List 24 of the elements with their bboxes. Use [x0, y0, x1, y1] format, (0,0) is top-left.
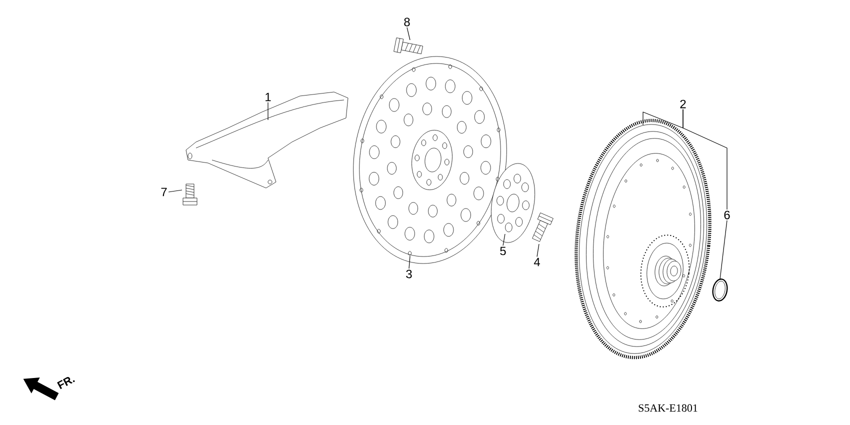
callout-number: 1 — [266, 92, 271, 102]
leader-line — [168, 190, 182, 192]
bolt-drawing — [532, 212, 554, 242]
callout-number: 8 — [404, 18, 410, 26]
leader-line — [682, 109, 728, 210]
leader-line — [642, 109, 684, 128]
callout-number: 6 — [724, 210, 730, 220]
direction-label: FR. — [57, 377, 75, 390]
leader-line — [536, 244, 540, 257]
callout-number: 3 — [406, 270, 412, 278]
leader-line — [406, 27, 410, 40]
leader-line — [502, 234, 506, 246]
callout-number: 2 — [680, 100, 686, 108]
bolt-drawing — [394, 38, 423, 54]
callout-number: 7 — [161, 188, 167, 196]
leader-line — [408, 256, 410, 269]
bolt-drawing — [182, 184, 198, 206]
drawing-code: S5AK-E1801 — [638, 404, 698, 412]
cover-plate-drawing — [186, 92, 348, 188]
callout-number: 4 — [534, 258, 540, 266]
torque-converter-drawing — [574, 119, 712, 359]
callout-number: 5 — [500, 246, 506, 256]
o-ring-drawing — [712, 278, 728, 302]
leader-line — [720, 220, 728, 280]
